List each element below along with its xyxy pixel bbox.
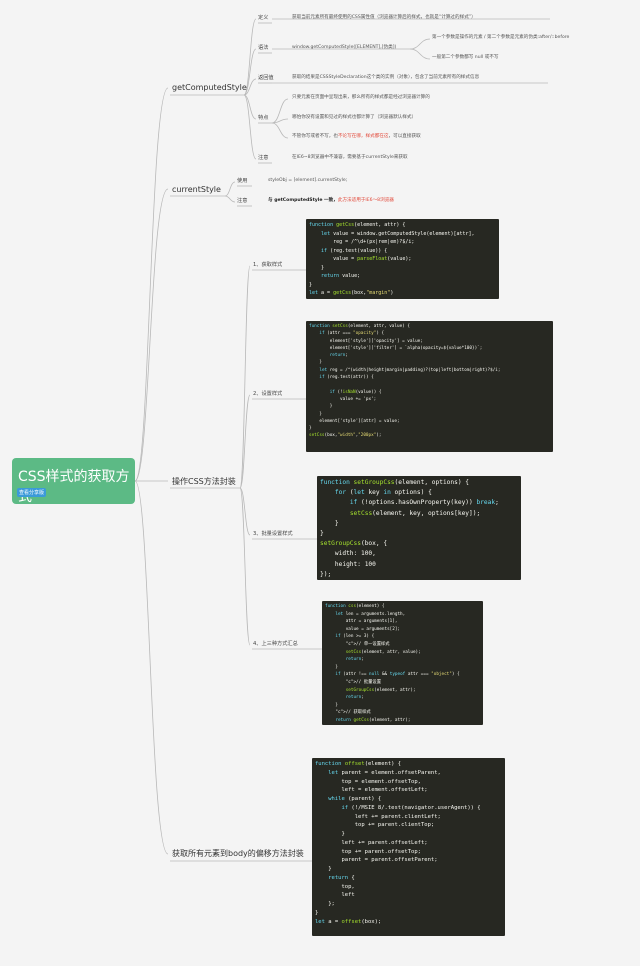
gcs-syntax-label[interactable]: 语法: [258, 45, 269, 51]
cs-use-label[interactable]: 使用: [237, 178, 248, 184]
gcs-feature-3[interactable]: 不管你写或者不写，也不论写在哪，样式都在这，可以直接获取: [292, 134, 421, 140]
cs-note-highlight: 此方法适用于IE6～8浏览器: [337, 198, 394, 203]
code-css: function css(element) { let len = argume…: [322, 601, 483, 725]
gcs-def-text[interactable]: 获取当前元素所有最终使用的CSS属性值（浏览器计算后的样式，也就是“计算过的样式…: [292, 15, 476, 20]
code-offset: function offset(element) { let parent = …: [312, 758, 505, 936]
gcs-syntax-text[interactable]: window.getComputedStyle([ELEMENT],[伪类]): [292, 45, 397, 50]
gcs-feature-label[interactable]: 特点: [258, 115, 269, 121]
root-title: CSS样式的获取方式: [18, 469, 130, 505]
gcs-note-label[interactable]: 注意: [258, 155, 269, 161]
enc-item-3[interactable]: 3、批量设置样式: [253, 531, 293, 537]
code-getcss: function getCss(element, attr) { let val…: [306, 219, 499, 299]
gcs-feature-1[interactable]: 只要元素在页面中呈现出来，那么所有的样式都是经过浏览器计算的: [292, 95, 430, 100]
node-getcomputedstyle[interactable]: getComputedStyle: [172, 83, 247, 92]
enc-item-1[interactable]: 1、获取样式: [253, 262, 283, 268]
root-node[interactable]: CSS样式的获取方式 查看分享版: [12, 458, 135, 505]
cs-use-text[interactable]: styleObj = [element].currentStyle;: [268, 178, 348, 183]
gcs-def-label[interactable]: 定义: [258, 15, 269, 21]
cs-note-bold: 与 getComputedStyle 一致，: [268, 198, 338, 203]
node-encapsulate[interactable]: 操作CSS方法封装: [172, 477, 236, 486]
code-setcss: function setCss(element, attr, value) { …: [306, 321, 553, 452]
gcs-feature-2[interactable]: 哪怕你没有设置和见过的样式也都计算了（浏览器默认样式）: [292, 115, 417, 120]
enc-item-4[interactable]: 4、上三种方式汇总: [253, 641, 298, 647]
gcs-syntax-note2[interactable]: 一般第二个参数都写 null 或不写: [432, 55, 499, 60]
root-tag[interactable]: 查看分享版: [17, 488, 47, 497]
node-offset[interactable]: 获取所有元素到body的偏移方法封装: [172, 849, 304, 858]
gcs-note-text[interactable]: 在IE6~8浏览器中不兼容，需要基于currentStyle来获取: [292, 155, 408, 160]
gcs-return-label[interactable]: 返回值: [258, 75, 274, 81]
node-currentstyle[interactable]: currentStyle: [172, 185, 221, 194]
gcs-syntax-note1[interactable]: 第一个参数是操作的元素 / 第二个参数是元素的伪类:after/::before: [432, 35, 570, 40]
code-setgroupcss: function setGroupCss(element, options) {…: [317, 476, 521, 580]
cs-note-label[interactable]: 注意: [237, 198, 248, 204]
gcs-feature-3-pre: 不管你写或者不写，也: [292, 134, 338, 139]
gcs-feature-3-highlight: 不论写在哪，样式都在这: [337, 134, 389, 139]
enc-item-2[interactable]: 2、设置样式: [253, 391, 283, 397]
gcs-feature-3-post: ，可以直接获取: [388, 134, 421, 139]
cs-note-text[interactable]: 与 getComputedStyle 一致，此方法适用于IE6～8浏览器: [268, 198, 394, 204]
gcs-return-text[interactable]: 获取的结果是CSSStyleDeclaration这个类的实例（对象），包含了当…: [292, 75, 480, 80]
